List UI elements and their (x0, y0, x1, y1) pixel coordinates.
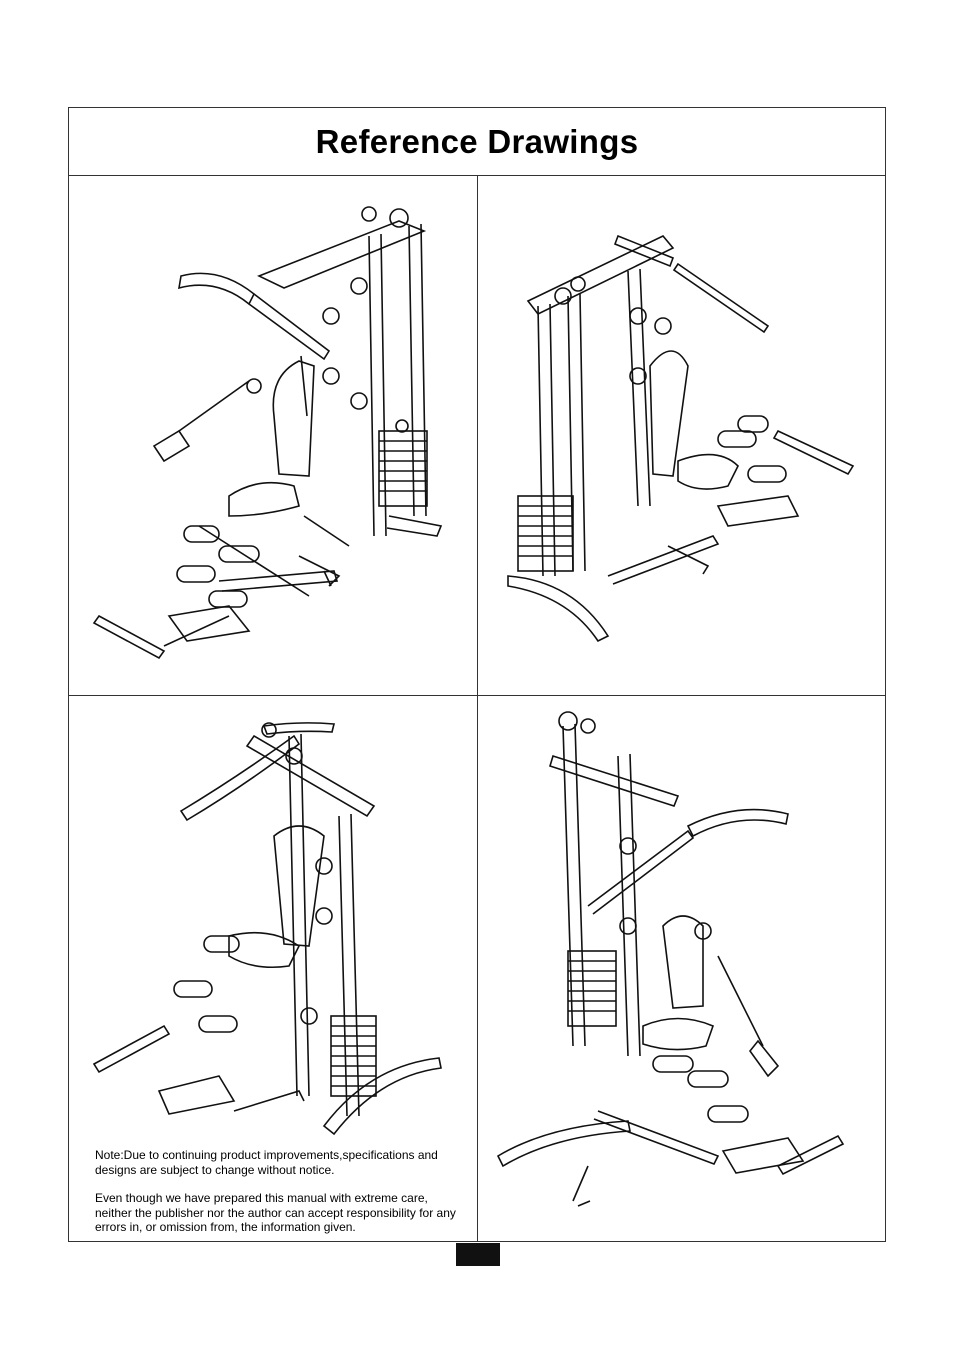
note-paragraph-responsibility: Even though we have prepared this manual… (95, 1191, 456, 1234)
gym-illustration-rear-right (507, 234, 855, 643)
gym-illustration-rear-left (92, 722, 442, 1136)
drawing-rear-right (478, 176, 886, 695)
drawing-front-left (69, 176, 477, 695)
reference-frame: Reference Drawings (68, 107, 886, 1242)
gym-illustration-front-right (496, 711, 845, 1207)
title-row: Reference Drawings (69, 108, 885, 176)
page-number-tab (456, 1243, 500, 1266)
grid-divider-vertical (477, 175, 478, 1242)
gym-illustration-front-left (92, 206, 443, 660)
drawing-rear-left (69, 696, 477, 1144)
disclaimer-note: Note:Due to continuing product improveme… (95, 1148, 465, 1249)
page-title: Reference Drawings (315, 122, 639, 160)
drawing-front-right (478, 696, 886, 1241)
note-paragraph-changes: Note:Due to continuing product improveme… (95, 1148, 438, 1177)
grid-divider-horizontal (69, 695, 885, 696)
